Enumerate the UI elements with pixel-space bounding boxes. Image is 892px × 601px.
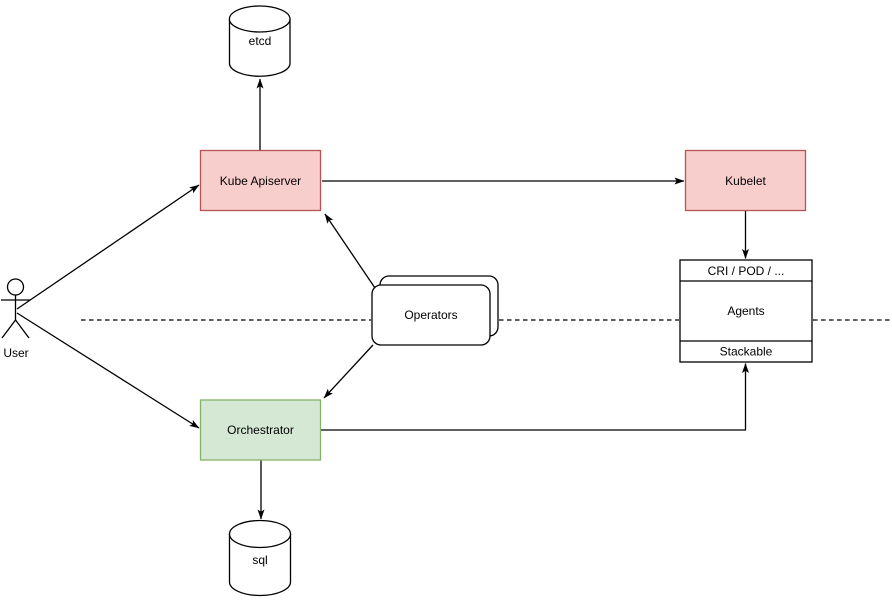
actor-head (6, 278, 25, 296)
node-operators: Operators (371, 275, 499, 346)
agents-box (679, 259, 813, 363)
kube-apiserver-box (199, 149, 322, 212)
actor-leg-right (14, 319, 30, 339)
edge-user-to-kube-apiserver (16, 184, 200, 310)
sql-cylinder-top (228, 519, 292, 549)
edge-orchestrator-to-stackable (321, 363, 749, 431)
orchestrator-box (199, 399, 322, 461)
kubelet-label: Kubelet (725, 174, 766, 188)
node-etcd: etcd (228, 5, 291, 77)
agents-body-label: Agents (727, 304, 764, 318)
node-agents-stack: CRI / POD / ... Agents Stackable (679, 259, 813, 363)
agents-footer-label: Stackable (720, 345, 773, 359)
actor-leg-left (1, 319, 17, 339)
operators-front-card (371, 284, 491, 346)
sql-label: sql (252, 553, 267, 567)
kubelet-box (684, 149, 807, 212)
agents-header-label: CRI / POD / ... (708, 264, 785, 278)
operators-label: Operators (404, 308, 457, 322)
node-sql: sql (228, 519, 292, 597)
edges (16, 78, 749, 520)
edge-operators-to-kube-apiserver (324, 213, 376, 289)
orchestrator-label: Orchestrator (227, 423, 294, 437)
etcd-label: etcd (249, 34, 272, 48)
node-orchestrator: Orchestrator (199, 399, 322, 461)
node-kubelet: Kubelet (684, 149, 807, 212)
sql-cylinder-shape (228, 534, 292, 597)
edge-operators-to-orchestrator (323, 344, 374, 399)
etcd-cylinder-top (228, 5, 291, 33)
edge-user-to-orchestrator (16, 312, 200, 429)
node-user: User (1, 278, 30, 360)
etcd-cylinder-shape (228, 19, 291, 77)
kube-apiserver-label: Kube Apiserver (220, 174, 301, 188)
user-label: User (3, 346, 28, 360)
node-kube-apiserver: Kube Apiserver (199, 149, 322, 212)
